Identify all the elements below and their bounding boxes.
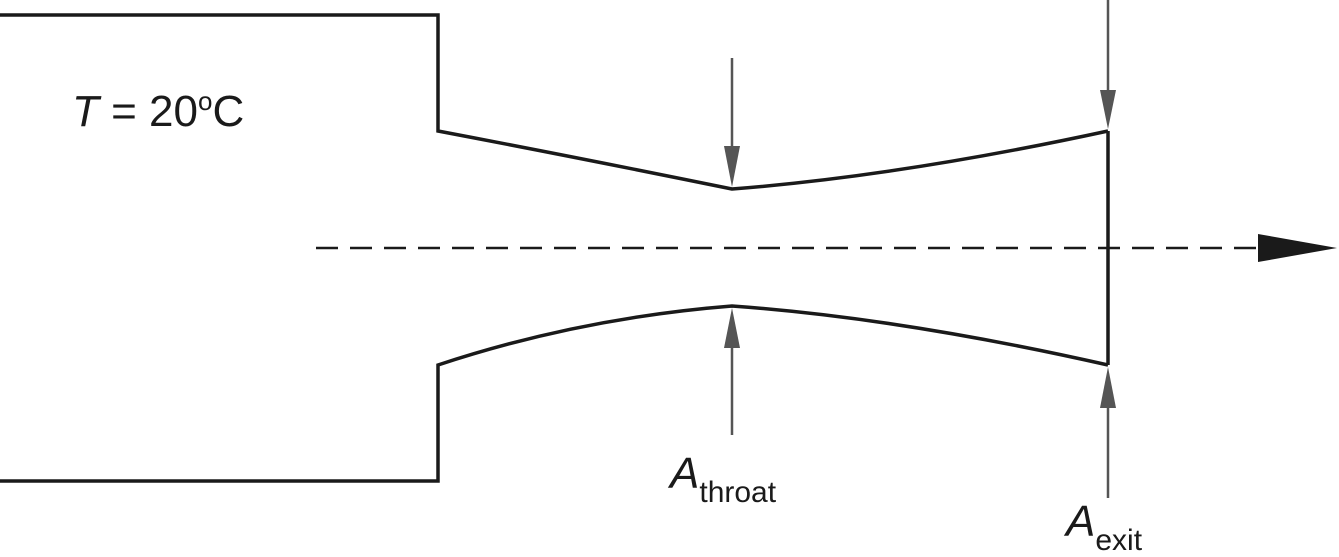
degree-sign: o (197, 86, 213, 116)
flow-direction-arrowhead (1258, 234, 1337, 262)
exit-arrow-bottom-head (1100, 367, 1116, 408)
throat-area-symbol: A (670, 449, 700, 498)
temperature-symbol: T (72, 87, 99, 136)
exit-area-symbol: A (1066, 497, 1096, 546)
temperature-value: = 20 (98, 87, 198, 136)
temperature-unit: C (212, 87, 245, 136)
exit-area-label: Aexit (1066, 500, 1142, 556)
throat-arrow-top-head (724, 146, 740, 187)
exit-arrow-top-head (1100, 90, 1116, 129)
upper-wall-profile (0, 13, 1109, 191)
lower-wall-profile (0, 304, 1109, 483)
throat-area-subscript: throat (699, 476, 777, 509)
throat-arrow-bottom-head (724, 308, 740, 348)
temperature-label: T = 20oC (72, 88, 244, 134)
exit-area-subscript: exit (1095, 524, 1143, 557)
throat-area-label: Athroat (670, 452, 776, 508)
